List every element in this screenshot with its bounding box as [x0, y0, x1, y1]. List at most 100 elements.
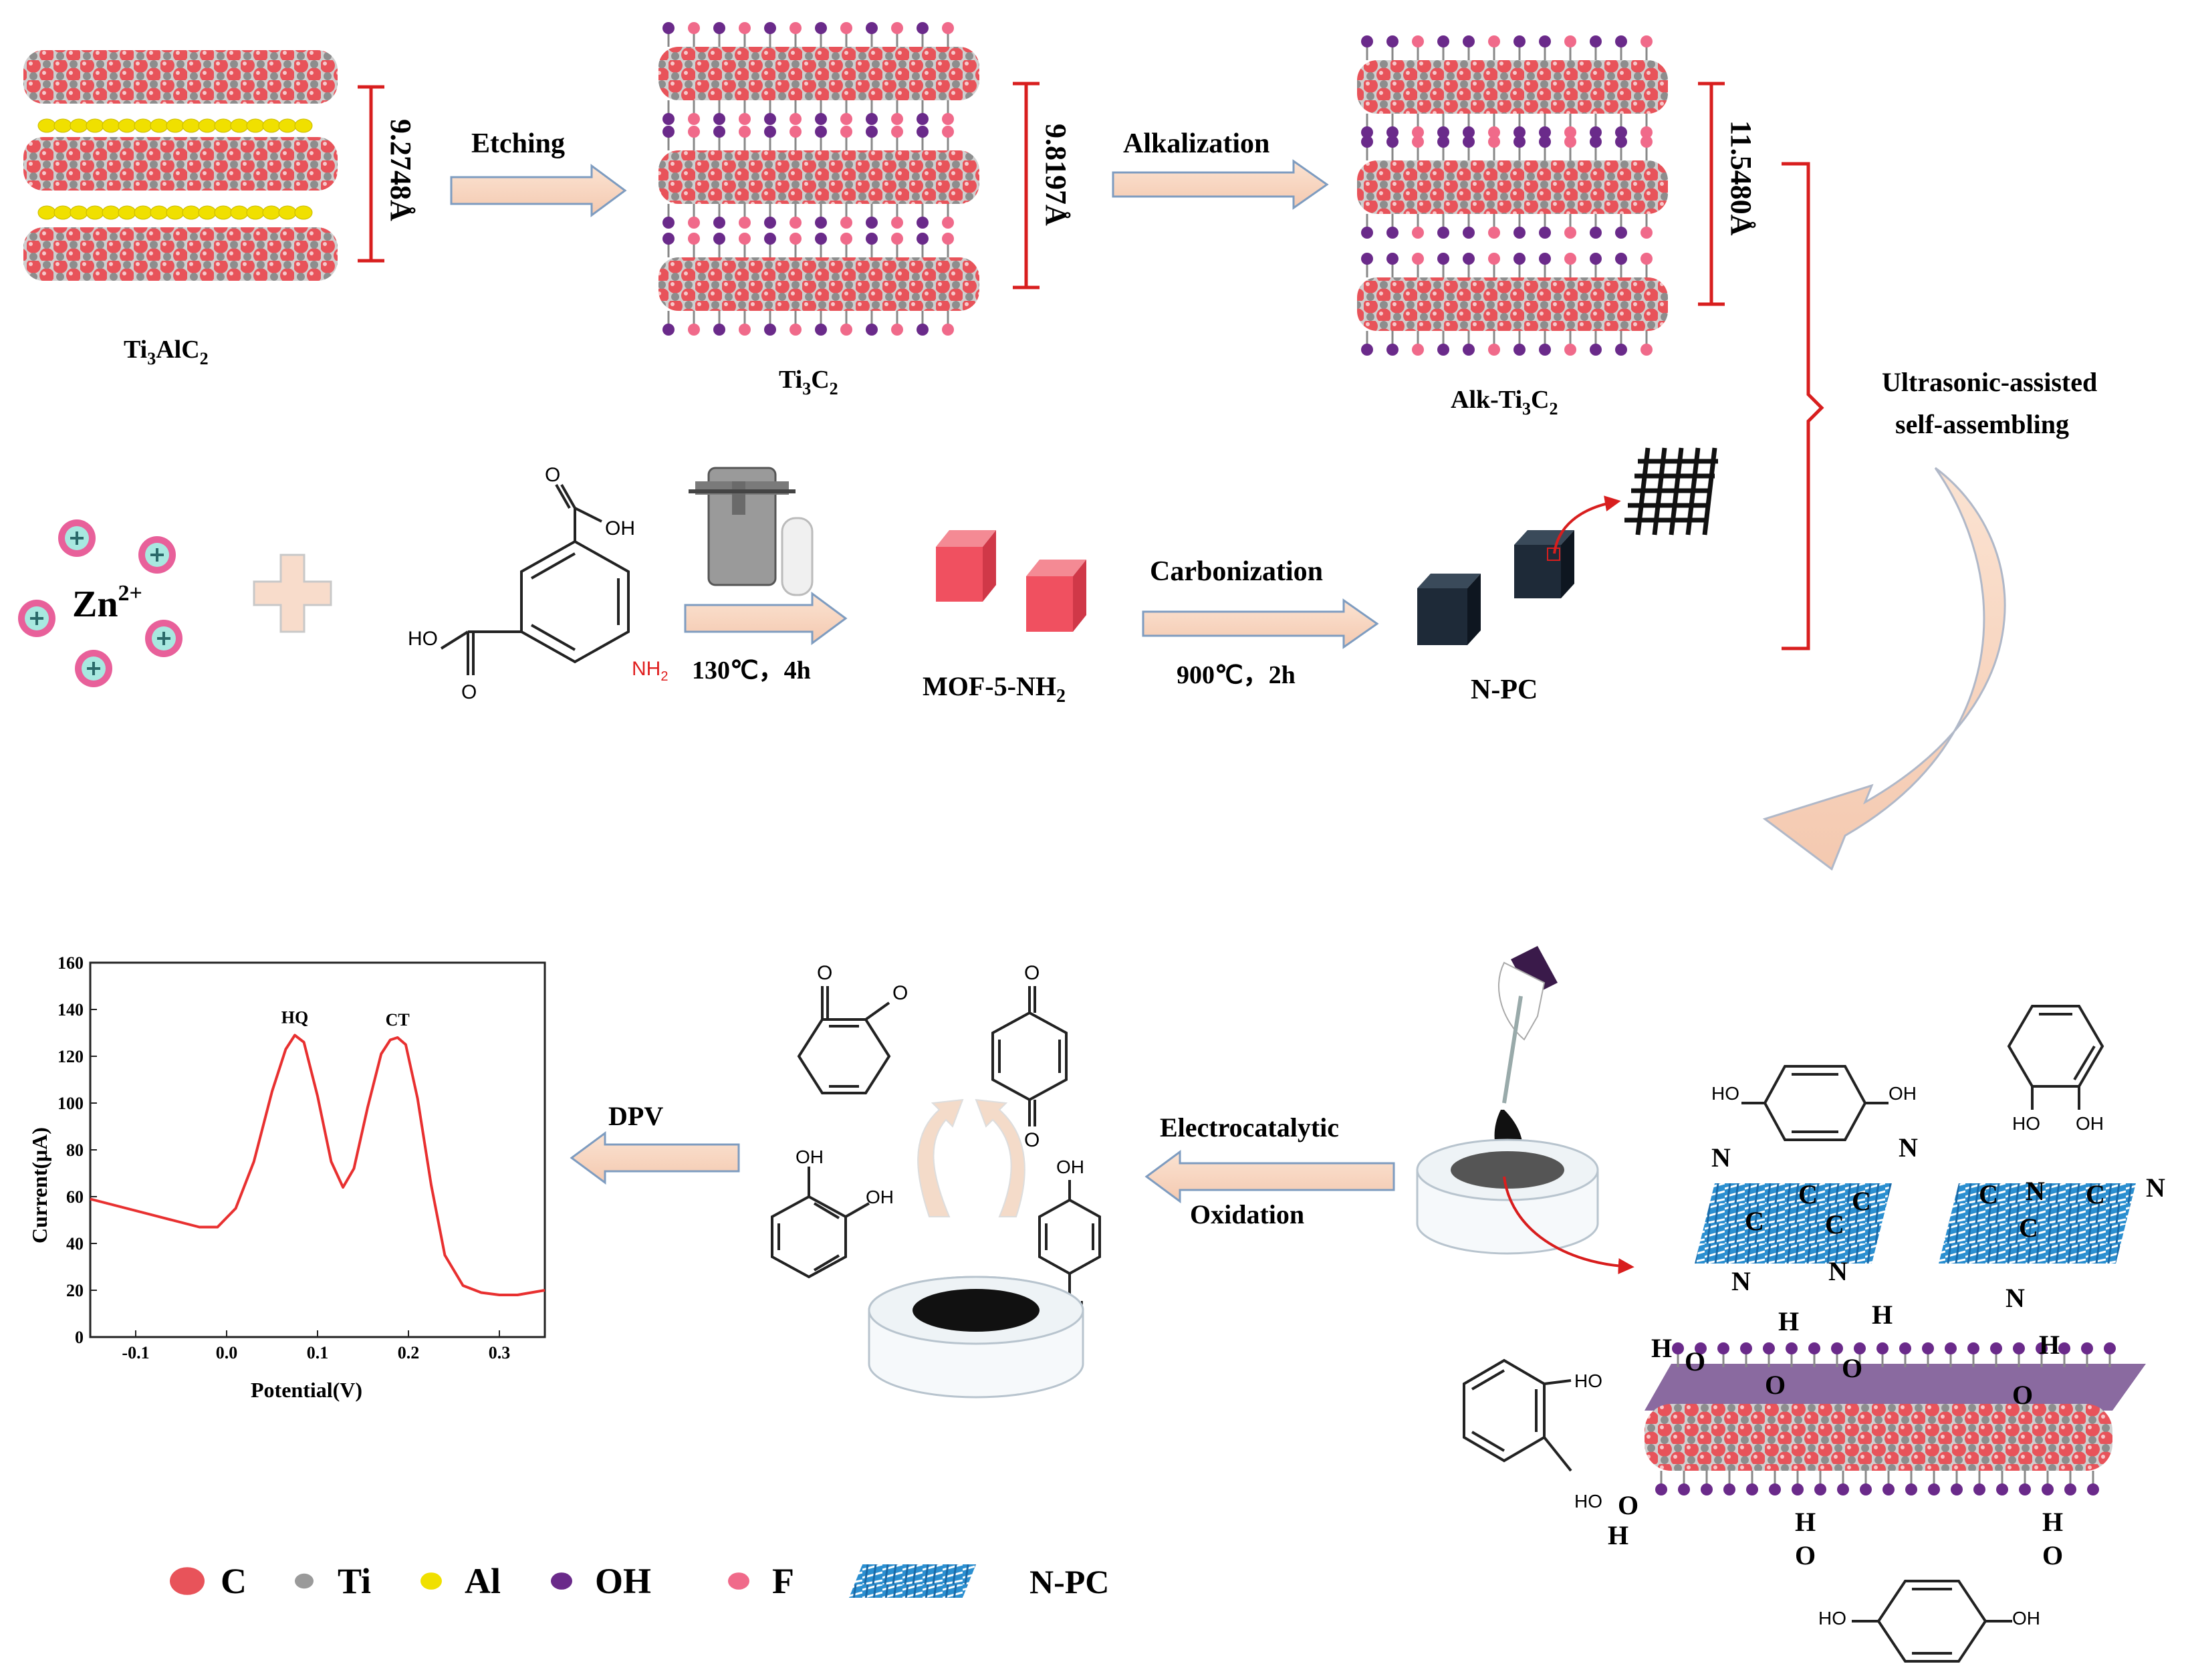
al-atom [214, 205, 233, 220]
atom-label: H [2039, 1330, 2060, 1360]
termination-atom [1860, 1483, 1872, 1495]
al-atom [246, 118, 265, 133]
y-tick-label: 80 [66, 1141, 84, 1160]
termination-atom [1412, 344, 1424, 356]
legend-swatch [551, 1572, 572, 1590]
termination-atom [1361, 227, 1373, 239]
termination-atom [1967, 1342, 1979, 1354]
alk-ti3c2-label: Alk-Ti3C2 [1451, 386, 1558, 418]
al-atom [198, 118, 217, 133]
termination-atom [1615, 344, 1627, 356]
termination-atom [815, 324, 827, 336]
hq-oh1: OH [1056, 1157, 1084, 1177]
zn-ion [145, 620, 183, 657]
termination-atom [1641, 253, 1653, 265]
hydroquinone [1038, 1180, 1101, 1294]
dpv-label: DPV [608, 1101, 663, 1131]
termination-atom [739, 233, 751, 245]
termination-atom [688, 126, 700, 138]
atom-label: C [1852, 1186, 1871, 1216]
y-tick-label: 140 [57, 1000, 84, 1019]
legend-swatch [728, 1572, 749, 1590]
npc-cube-1 [1417, 574, 1481, 645]
hq-top-ho: HO [1711, 1083, 1739, 1104]
al-atom [53, 118, 72, 133]
termination-atom [1590, 35, 1602, 47]
ct-left-ho2: HO [1574, 1491, 1602, 1512]
carbonization-condition: 900℃，2h [1177, 661, 1296, 689]
linker-nh2: NH2 [632, 658, 668, 684]
al-atom [230, 205, 249, 220]
termination-atom [1513, 136, 1526, 148]
termination-atom [688, 22, 700, 34]
legend-label: Ti [338, 1561, 371, 1601]
termination-atom [1539, 136, 1551, 148]
hydrothermal-arrow [684, 592, 848, 645]
termination-atom [917, 113, 929, 125]
termination-atom [662, 233, 675, 245]
termination-atom [815, 113, 827, 125]
termination-atom [815, 22, 827, 34]
termination-atom [2081, 1342, 2093, 1354]
termination-atom [1463, 126, 1475, 138]
alk-ti3c2-structure [1357, 35, 1668, 356]
carbonization-label: Carbonization [1150, 556, 1323, 587]
oq-o2: O [892, 982, 908, 1004]
curved-process-arrow [1762, 467, 2006, 871]
termination-atom [1488, 253, 1500, 265]
termination-atom [1678, 1483, 1690, 1495]
termination-atom [1899, 1342, 1911, 1354]
al-atom [246, 205, 265, 220]
y-tick-label: 160 [57, 953, 84, 973]
atom-label: N [2026, 1176, 2045, 1206]
termination-atom [688, 324, 700, 336]
atom-label: N [1731, 1266, 1751, 1296]
atom-label: H [1795, 1507, 1816, 1537]
atom-label: N [2146, 1173, 2165, 1203]
y-tick-label: 0 [75, 1328, 84, 1347]
termination-atom [1437, 126, 1449, 138]
termination-atom [713, 22, 725, 34]
y-tick-label: 40 [66, 1234, 84, 1253]
termination-atom [1792, 1483, 1804, 1495]
termination-atom [1905, 1483, 1917, 1495]
atom-label: O [1685, 1346, 1705, 1376]
ti3alc2-structure [23, 50, 338, 281]
termination-atom [1701, 1483, 1713, 1495]
termination-atom [1513, 227, 1526, 239]
ct-top-ho: HO [2012, 1113, 2040, 1134]
termination-atom [1361, 35, 1373, 47]
termination-atom [764, 126, 776, 138]
x-tick-label: 0.3 [489, 1343, 511, 1362]
termination-atom [1361, 344, 1373, 356]
termination-atom [1854, 1342, 1866, 1354]
hq-bottom-ho: HO [1818, 1608, 1846, 1629]
termination-atom [790, 233, 802, 245]
termination-atom [1695, 1342, 1707, 1354]
y-tick-label: 100 [57, 1094, 84, 1113]
hq-molecule-top [1741, 1065, 1889, 1141]
electrocatalytic-label: Electrocatalytic [1160, 1112, 1339, 1143]
termination-atom [1437, 136, 1449, 148]
al-atom [118, 205, 136, 220]
termination-atom [1717, 1342, 1729, 1354]
termination-atom [1945, 1342, 1957, 1354]
termination-atom [1539, 126, 1551, 138]
termination-atom [840, 233, 852, 245]
ultrasonic-label-1: Ultrasonic-assisted [1882, 367, 2097, 397]
termination-atom [1488, 35, 1500, 47]
legend-swatch [849, 1564, 976, 1598]
mof-cube-1 [936, 530, 996, 602]
al-atom [37, 118, 56, 133]
termination-atom [1463, 35, 1475, 47]
termination-atom [1564, 136, 1576, 148]
termination-atom [1564, 344, 1576, 356]
termination-atom [942, 217, 954, 229]
termination-atom [1412, 136, 1424, 148]
termination-atom [2019, 1483, 2031, 1495]
y-tick-label: 60 [66, 1187, 84, 1207]
termination-atom [917, 217, 929, 229]
legend-item: F [728, 1561, 794, 1601]
al-atom [262, 205, 281, 220]
